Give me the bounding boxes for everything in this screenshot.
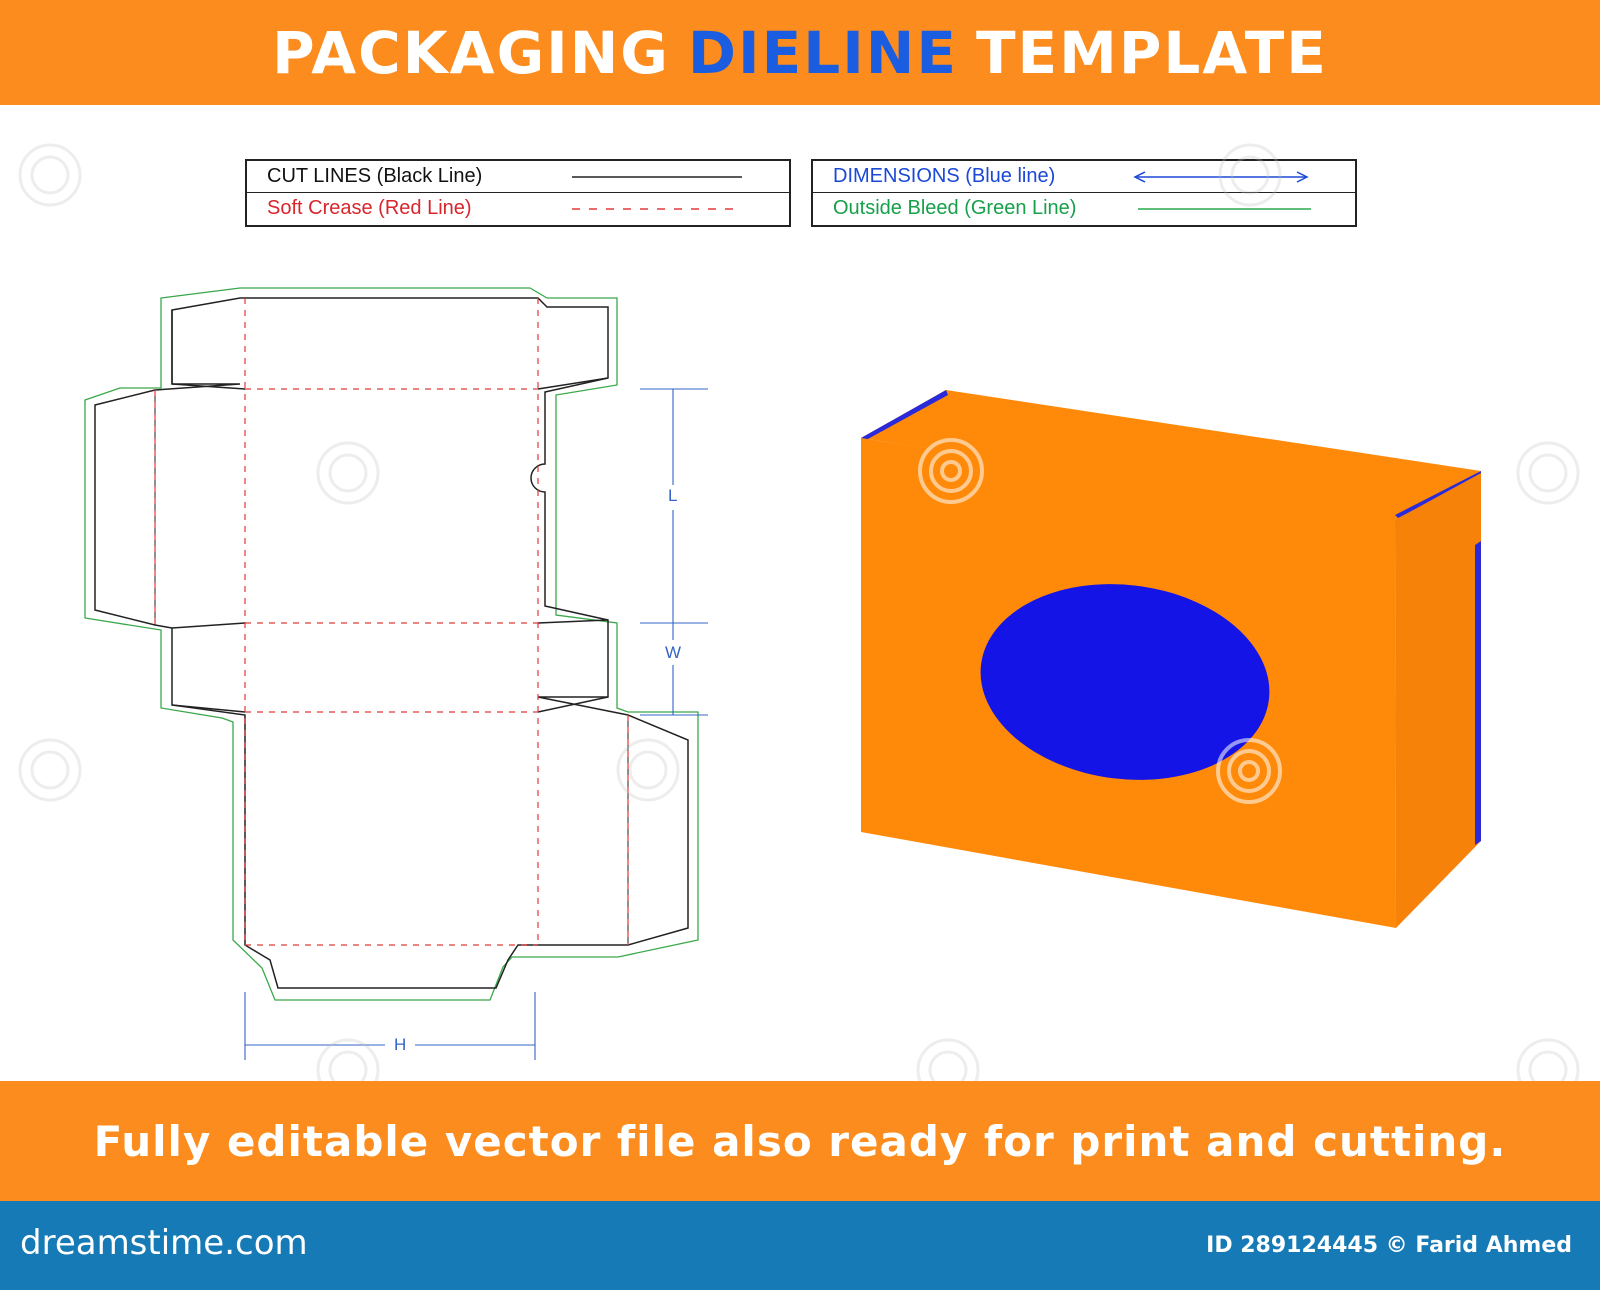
footer-credit: ID 289124445 © Farid Ahmed	[1206, 1233, 1572, 1258]
footer-bar: dreamstime.com ID 289124445 © Farid Ahme…	[0, 1201, 1600, 1290]
legend-row-crease: Soft Crease (Red Line)	[247, 192, 789, 223]
dimension-lines	[244, 388, 708, 1060]
legend-dimensions-sample	[1133, 171, 1309, 183]
dimension-label-length: L	[668, 486, 678, 505]
cut-line	[171, 704, 246, 713]
legend-bleed-sample	[1138, 208, 1311, 210]
dreamstime-spiral-icon	[918, 438, 1282, 804]
box-top-edge-right	[1395, 471, 1481, 518]
cut-line	[537, 377, 609, 390]
legend-crease-sample	[572, 208, 742, 210]
legend-crease-label: Soft Crease (Red Line)	[267, 197, 472, 219]
legend-cut-label: CUT LINES (Black Line)	[267, 165, 483, 187]
cut-line	[171, 622, 246, 629]
box-side-face	[1395, 473, 1481, 928]
footer-brand[interactable]: dreamstime.com	[20, 1223, 308, 1263]
tagline-text: Fully editable vector file also ready fo…	[93, 1116, 1507, 1166]
title-banner: PACKAGING DIELINE TEMPLATE	[0, 0, 1600, 105]
cut-line	[537, 696, 609, 713]
box-top-face	[861, 390, 1481, 522]
title-part1: PACKAGING	[272, 18, 670, 87]
legend-row-dimensions: DIMENSIONS (Blue line)	[813, 161, 1355, 192]
legend-row-bleed: Outside Bleed (Green Line)	[813, 192, 1355, 223]
dimension-label-width: W	[665, 643, 682, 662]
legend-bleed-label: Outside Bleed (Green Line)	[833, 197, 1077, 219]
cut-line	[537, 619, 609, 624]
title-part2: TEMPLATE	[975, 18, 1328, 87]
legend-box-right: DIMENSIONS (Blue line) Outside Bleed (Gr…	[811, 159, 1357, 227]
cut-line	[171, 383, 246, 390]
dimension-label-height: H	[394, 1035, 407, 1054]
bleed-outline	[84, 287, 699, 1001]
box-side-edge	[1475, 541, 1481, 845]
title-accent: DIELINE	[687, 18, 958, 87]
legend-cut-sample	[572, 176, 742, 178]
legend-dimensions-label: DIMENSIONS (Blue line)	[833, 165, 1056, 187]
box-top-edge-left	[861, 390, 948, 440]
dreamstime-spiral-icon	[18, 143, 1580, 1102]
box-window	[980, 584, 1270, 780]
crease-lines	[154, 298, 629, 946]
tagline-banner: Fully editable vector file also ready fo…	[0, 1081, 1600, 1201]
legend-box-left: CUT LINES (Black Line) Soft Crease (Red …	[245, 159, 791, 227]
legend-row-cut: CUT LINES (Black Line)	[247, 161, 789, 192]
